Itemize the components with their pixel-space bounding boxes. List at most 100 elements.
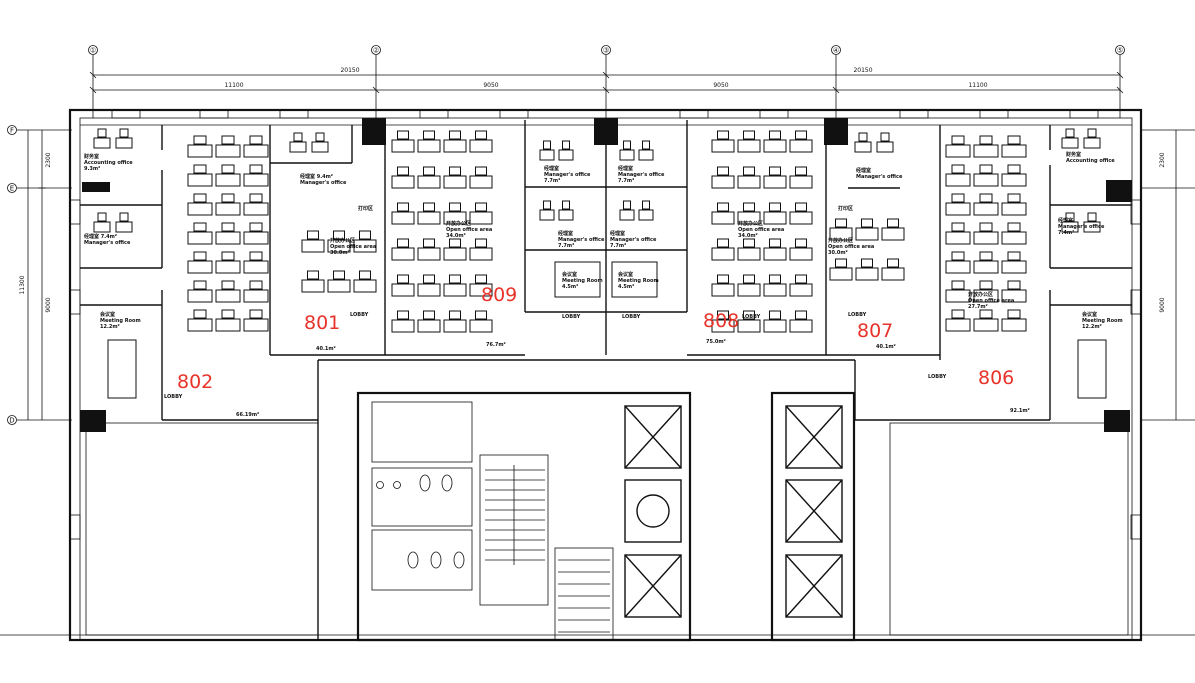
office-chair xyxy=(221,251,235,261)
workstation-desk xyxy=(829,267,853,281)
workstation-desk xyxy=(243,318,269,332)
workstation-desk xyxy=(973,318,999,332)
workstation-desk xyxy=(243,173,269,187)
workstation-desk xyxy=(93,137,111,149)
axis-label: ⑤ xyxy=(1117,47,1123,55)
workstation-desk xyxy=(243,144,269,158)
office-chair xyxy=(397,310,409,320)
office-chair xyxy=(249,309,263,319)
office-chair xyxy=(119,128,129,138)
workstation-desk xyxy=(115,137,133,149)
dimension-total-left: 20150 xyxy=(340,67,359,74)
svg-text:开放办公区: 开放办公区 xyxy=(738,220,763,227)
lobby-label-3: LOBBY xyxy=(742,314,761,320)
workstation-desk xyxy=(187,202,213,216)
workstation-desk xyxy=(1001,173,1027,187)
dimension-left-3: 9000 xyxy=(45,297,52,312)
workstation-desk xyxy=(443,211,467,225)
lobby-label-c2: LOBBY xyxy=(622,314,641,320)
room-open-5: 开放办公区 Open office area 27.7m² xyxy=(968,291,1014,310)
office-chair xyxy=(543,140,551,150)
workstation-desk xyxy=(443,247,467,261)
workstation-desk xyxy=(854,141,872,153)
workstation-desk xyxy=(243,260,269,274)
office-chair xyxy=(315,132,325,142)
internal-walls xyxy=(80,120,1132,640)
office-chair xyxy=(951,193,965,203)
dimension-span-1: 11100 xyxy=(224,82,243,89)
workstation-desk xyxy=(469,211,493,225)
svg-text:Meeting Room: Meeting Room xyxy=(562,278,603,284)
svg-text:Manager's office: Manager's office xyxy=(618,172,665,178)
workstation-desk xyxy=(789,283,813,297)
svg-text:经理室 9.4m²: 经理室 9.4m² xyxy=(300,173,333,180)
unit-808: 808 xyxy=(703,310,739,332)
office-chair xyxy=(221,164,235,174)
workstation-desk xyxy=(187,173,213,187)
svg-text:Meeting Room: Meeting Room xyxy=(1082,318,1123,324)
workstation-desk xyxy=(215,202,241,216)
workstation-desk xyxy=(881,227,905,241)
axis-label: E xyxy=(10,185,14,193)
workstation-desk xyxy=(301,279,325,293)
axis-label: ③ xyxy=(603,47,609,55)
svg-text:12.2m²: 12.2m² xyxy=(100,324,120,330)
office-chair xyxy=(333,230,345,240)
office-chair xyxy=(423,274,435,284)
room-meeting-left: 会议室 Meeting Room 12.2m² xyxy=(99,311,141,330)
workstation-desk xyxy=(973,202,999,216)
room-meeting-right: 会议室 Meeting Room 12.2m² xyxy=(1081,311,1123,330)
workstation-desk xyxy=(876,141,894,153)
workstation-desk xyxy=(945,260,971,274)
workstation-desk xyxy=(1001,260,1027,274)
workstation-desk xyxy=(243,231,269,245)
office-chair xyxy=(623,140,631,150)
workstation-desk xyxy=(737,247,761,261)
office-chair xyxy=(333,270,345,280)
workstation-desk xyxy=(215,231,241,245)
office-chair xyxy=(449,238,461,248)
office-chair xyxy=(449,202,461,212)
axis-label: D xyxy=(9,417,14,425)
office-chair xyxy=(951,135,965,145)
office-chair xyxy=(1007,222,1021,232)
axis-label: ① xyxy=(90,47,96,55)
workstation-desk xyxy=(443,283,467,297)
svg-text:会议室: 会议室 xyxy=(561,271,577,278)
room-meeting-c1: 会议室 Meeting Room 4.5m² xyxy=(561,271,603,290)
office-chair xyxy=(221,193,235,203)
workstation-desk xyxy=(289,141,307,153)
workstation-desk xyxy=(711,211,735,225)
office-chair xyxy=(543,200,551,210)
workstation-desk xyxy=(243,202,269,216)
office-chair xyxy=(423,130,435,140)
desk-layout xyxy=(93,128,1101,333)
svg-text:4.5m²: 4.5m² xyxy=(618,284,634,290)
workstation-desk xyxy=(789,211,813,225)
workstation-desk xyxy=(311,141,329,153)
workstation-desk xyxy=(391,211,415,225)
office-chair xyxy=(1007,164,1021,174)
office-chair xyxy=(423,310,435,320)
office-chair xyxy=(449,274,461,284)
office-chair xyxy=(475,202,487,212)
workstation-desk xyxy=(763,211,787,225)
office-chair xyxy=(193,193,207,203)
room-meeting-c2: 会议室 Meeting Room 4.5m² xyxy=(617,271,659,290)
svg-text:Manager's office: Manager's office xyxy=(1058,224,1105,230)
workstation-desk xyxy=(881,267,905,281)
office-chair xyxy=(249,251,263,261)
hatched-void-right xyxy=(889,422,1129,636)
workstation-desk xyxy=(829,227,853,241)
office-chair xyxy=(221,222,235,232)
workstation-desk xyxy=(737,211,761,225)
office-chair xyxy=(562,200,570,210)
office-chair xyxy=(1065,212,1075,222)
workstation-desk xyxy=(855,227,879,241)
office-chair xyxy=(449,166,461,176)
workstation-desk xyxy=(539,209,555,221)
svg-text:经理室: 经理室 xyxy=(856,167,871,174)
office-chair xyxy=(359,230,371,240)
svg-text:Manager's office: Manager's office xyxy=(544,172,591,178)
axis-column-5: ⑤ xyxy=(1115,45,1125,55)
